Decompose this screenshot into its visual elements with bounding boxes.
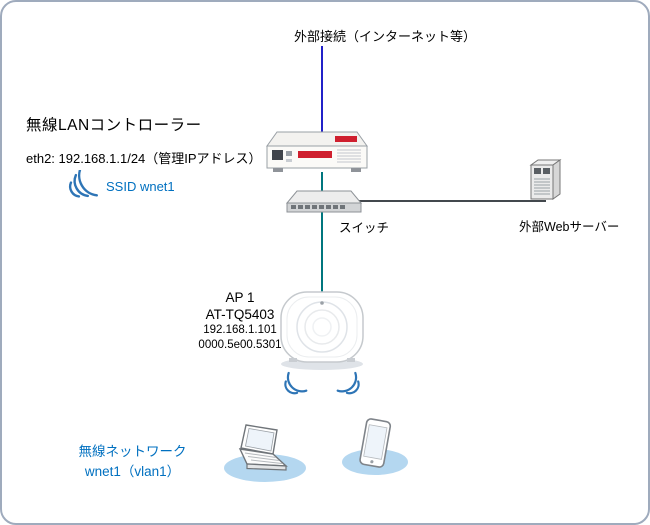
web-server-label: 外部Webサーバー bbox=[519, 220, 620, 234]
switch-server-line bbox=[354, 200, 546, 202]
wireless-lan-controller-icon bbox=[265, 120, 369, 176]
vlan-label: wnet1（vlan1） bbox=[84, 464, 181, 479]
wifi-wave-left-icon bbox=[278, 370, 312, 400]
laptop-icon bbox=[230, 424, 302, 478]
access-point-icon bbox=[272, 288, 372, 373]
router-graphic bbox=[266, 131, 368, 172]
switch-icon bbox=[283, 186, 363, 218]
controller-title-label: 無線LANコントローラー bbox=[26, 117, 202, 134]
smartphone-icon bbox=[352, 416, 398, 472]
lan-link-line bbox=[321, 172, 323, 294]
wifi-signal-icon bbox=[58, 166, 104, 202]
wireless-network-block: 無線ネットワーク wnet1（vlan1） bbox=[50, 442, 215, 482]
wifi-wave-right-icon bbox=[332, 370, 366, 400]
web-server-icon bbox=[527, 157, 565, 203]
ap-mac-label: 0000.5e00.5301 bbox=[198, 339, 282, 351]
internet-link-line bbox=[321, 46, 323, 138]
ap-model-label: AT-TQ5403 bbox=[205, 307, 275, 322]
wireless-network-label: 無線ネットワーク bbox=[78, 444, 187, 459]
ap-name-label: AP 1 bbox=[225, 290, 255, 305]
controller-ip-label: eth2: 192.168.1.1/24（管理IPアドレス） bbox=[26, 151, 262, 166]
external-connection-label: 外部接続（インターネット等） bbox=[294, 29, 477, 44]
switch-label: スイッチ bbox=[339, 221, 390, 235]
ap-ip-label: 192.168.1.101 bbox=[203, 324, 277, 336]
ssid-label: SSID wnet1 bbox=[106, 179, 175, 194]
ap-info-block: AP 1 AT-TQ5403 192.168.1.101 0000.5e00.5… bbox=[160, 289, 320, 353]
